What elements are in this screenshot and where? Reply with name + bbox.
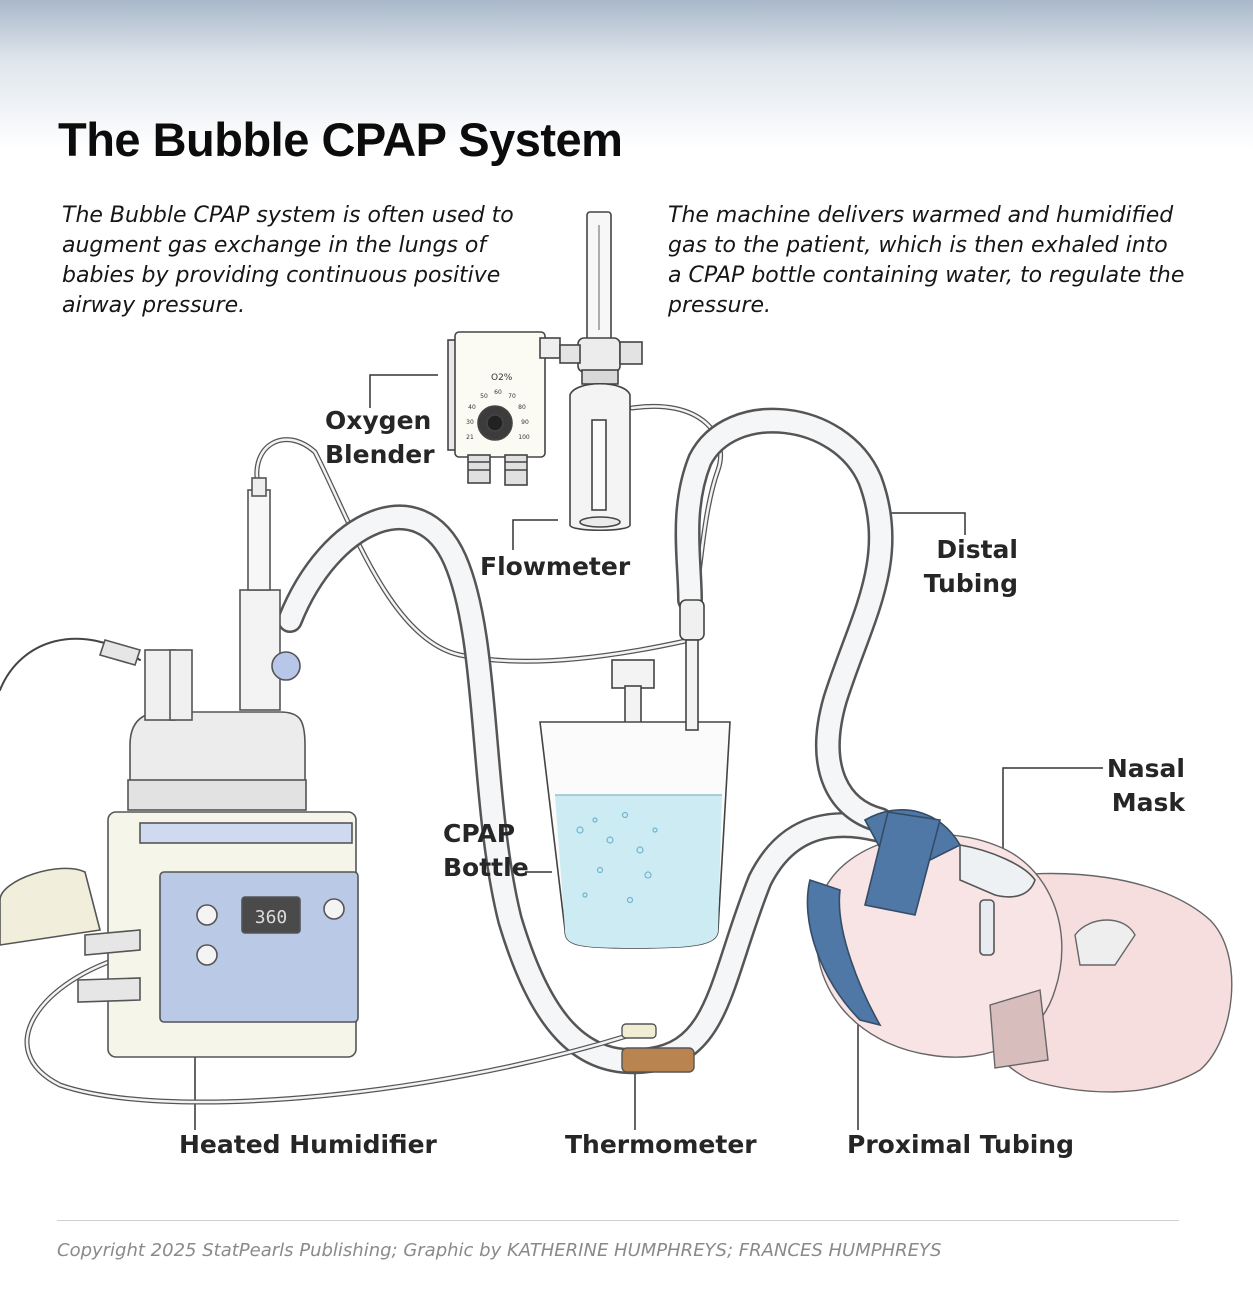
scale-80: 80 xyxy=(518,404,526,411)
label-flowmeter: Flowmeter xyxy=(480,552,631,581)
label-distal-tubing: Distal Tubing xyxy=(923,535,1018,598)
pressure-valve xyxy=(271,651,301,681)
scale-70: 70 xyxy=(508,393,516,400)
scale-60: 60 xyxy=(494,389,502,396)
bottle-water xyxy=(555,795,722,948)
label-oxygen-blender: Oxygen Blender xyxy=(325,406,435,469)
humidifier-display-panel xyxy=(241,896,301,934)
copyright-text: Copyright 2025 StatPearls Publishing; Gr… xyxy=(57,1240,942,1261)
leader-flowmeter xyxy=(512,519,558,550)
footer-divider xyxy=(57,1220,1179,1221)
leader-distal-tubing xyxy=(888,512,966,535)
blender-unit-label: O2% xyxy=(491,373,513,383)
nasal-mask xyxy=(959,844,1036,898)
label-thermometer: Thermometer xyxy=(565,1130,757,1159)
blender-scale: 21 30 40 50 60 70 80 90 100 xyxy=(466,389,530,441)
label-heated-humidifier: Heated Humidifier xyxy=(179,1130,437,1159)
scale-50: 50 xyxy=(480,393,488,400)
cpap-bottle xyxy=(539,599,731,949)
oxygen-blender xyxy=(447,331,561,486)
leader-oxygen-blender xyxy=(369,374,438,408)
humidifier-knob-3 xyxy=(196,944,218,966)
heated-humidifier xyxy=(0,477,359,1058)
bubbles xyxy=(576,811,658,904)
tubing xyxy=(0,404,894,1105)
scale-21: 21 xyxy=(466,434,474,441)
page-title: The Bubble CPAP System xyxy=(58,113,623,166)
label-nasal-mask: Nasal Mask xyxy=(1106,754,1185,817)
label-proximal-tubing: Proximal Tubing xyxy=(847,1130,1074,1159)
humidifier-display: 360 xyxy=(255,907,288,928)
thermometer-probe xyxy=(621,1023,695,1073)
label-cpap-bottle: CPAP Bottle xyxy=(443,819,529,882)
humidifier-knob-1 xyxy=(196,904,218,926)
scale-100: 100 xyxy=(518,434,530,441)
leader-nasal-mask xyxy=(1002,767,1103,872)
flowmeter xyxy=(559,211,643,531)
scale-40: 40 xyxy=(468,404,476,411)
nasal-mask-headgear xyxy=(806,809,1036,1027)
intro-text-right: The machine delivers warmed and humidifi… xyxy=(668,203,1185,318)
scale-90: 90 xyxy=(521,419,529,426)
humidifier-knob-2 xyxy=(323,898,345,920)
scale-30: 30 xyxy=(466,419,474,426)
intro-text-left: The Bubble CPAP system is often used to … xyxy=(62,203,514,318)
